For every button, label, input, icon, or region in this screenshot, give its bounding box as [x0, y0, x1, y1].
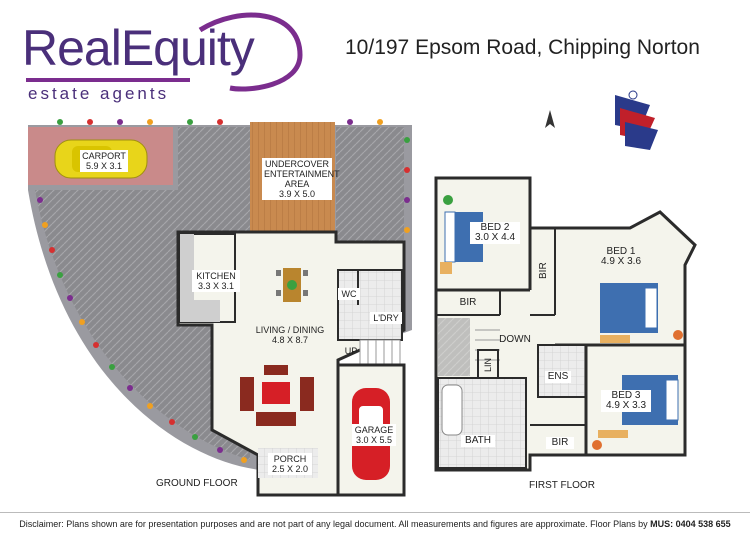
- watermark-badge-icon: [615, 90, 658, 150]
- north-arrow-icon: [545, 110, 555, 128]
- room-laundry: L'DRY: [370, 312, 402, 324]
- garden-flowers: [37, 119, 410, 463]
- room-living-dining: LIVING / DINING 4.8 X 8.7: [255, 325, 325, 345]
- disclaimer: Disclaimer: Plans shown are for presenta…: [0, 512, 750, 544]
- room-bir-bed3: BIR: [546, 437, 574, 449]
- room-garage: GARAGE 3.0 X 5.5: [352, 424, 396, 446]
- stairs-up-label: UP: [344, 346, 358, 356]
- stairs-down-label: DOWN: [499, 334, 531, 345]
- property-address: 10/197 Epsom Road, Chipping Norton: [345, 36, 700, 59]
- room-bathroom: BATH: [461, 435, 495, 447]
- room-porch: PORCH 2.5 X 2.0: [268, 453, 312, 475]
- bed-1-icon: [600, 283, 658, 333]
- room-wc: WC: [338, 288, 360, 300]
- room-bed-3: BED 3 4.9 X 3.3: [601, 390, 651, 412]
- disclaimer-text: Disclaimer: Plans shown are for presenta…: [19, 519, 651, 529]
- room-bed-2: BED 2 3.0 X 4.4: [470, 222, 520, 244]
- room-kitchen: KITCHEN 3.3 X 3.1: [192, 270, 240, 292]
- room-bir-bed1: BIR: [538, 262, 549, 279]
- room-ensuite: ENS: [545, 371, 571, 383]
- room-bed-1: BED 1 4.9 X 3.6: [600, 246, 642, 267]
- floor-plan-credit: MUS: 0404 538 655: [650, 519, 731, 529]
- room-undercover-entertainment: UNDERCOVER ENTERTAINMENT AREA 3.9 X 5.0: [262, 158, 340, 200]
- room-carport: CARPORT 5.9 X 3.1: [80, 150, 128, 172]
- ground-floor-title: GROUND FLOOR: [156, 478, 238, 489]
- room-linen: LIN: [483, 358, 493, 373]
- room-bir-bed2: BIR: [459, 297, 477, 308]
- first-floor-title: FIRST FLOOR: [529, 480, 595, 491]
- brand-tagline: estate agents: [28, 84, 170, 103]
